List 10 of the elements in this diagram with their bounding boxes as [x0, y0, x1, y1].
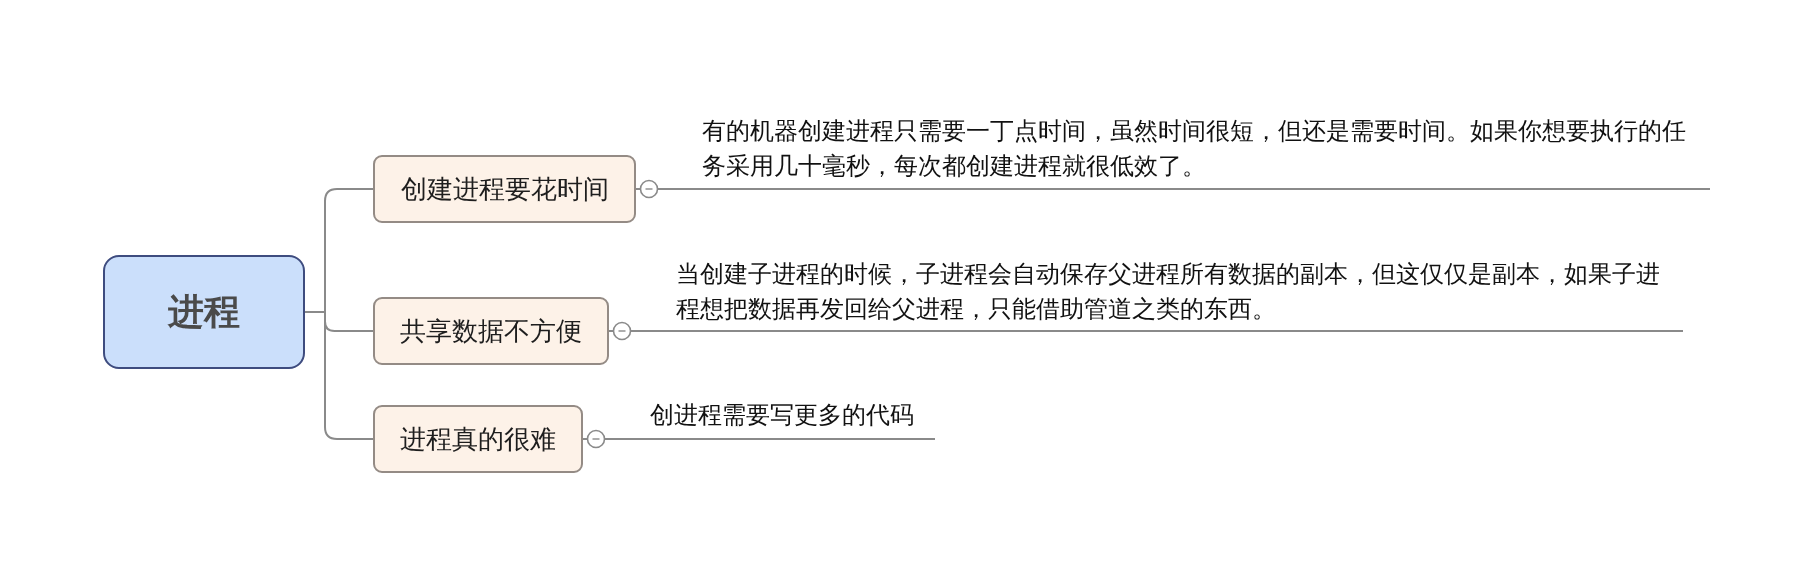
connector-line [582, 429, 639, 449]
topic-box: 共享数据不方便 [373, 297, 609, 365]
topic-box: 创建进程要花时间 [373, 155, 636, 223]
central-topic-box: 进程 [103, 255, 305, 369]
underlined-topic: 创进程需要写更多的代码 [638, 397, 935, 440]
topic-box: 进程真的很难 [373, 405, 583, 473]
connector-line [608, 321, 665, 341]
underlined-topic: 有的机器创建进程只需要一丁点时间，虽然时间很短，但还是需要时间。如果你想要执行的任务采用几十毫秒，每次都创建进程就很低效了。 [690, 113, 1710, 190]
underlined-topic: 当创建子进程的时候，子进程会自动保存父进程所有数据的副本，但这仅仅是副本，如果子进程想把数据再发回给父进程，只能借助管道之类的东西。 [664, 256, 1683, 332]
connector-line [635, 179, 691, 199]
